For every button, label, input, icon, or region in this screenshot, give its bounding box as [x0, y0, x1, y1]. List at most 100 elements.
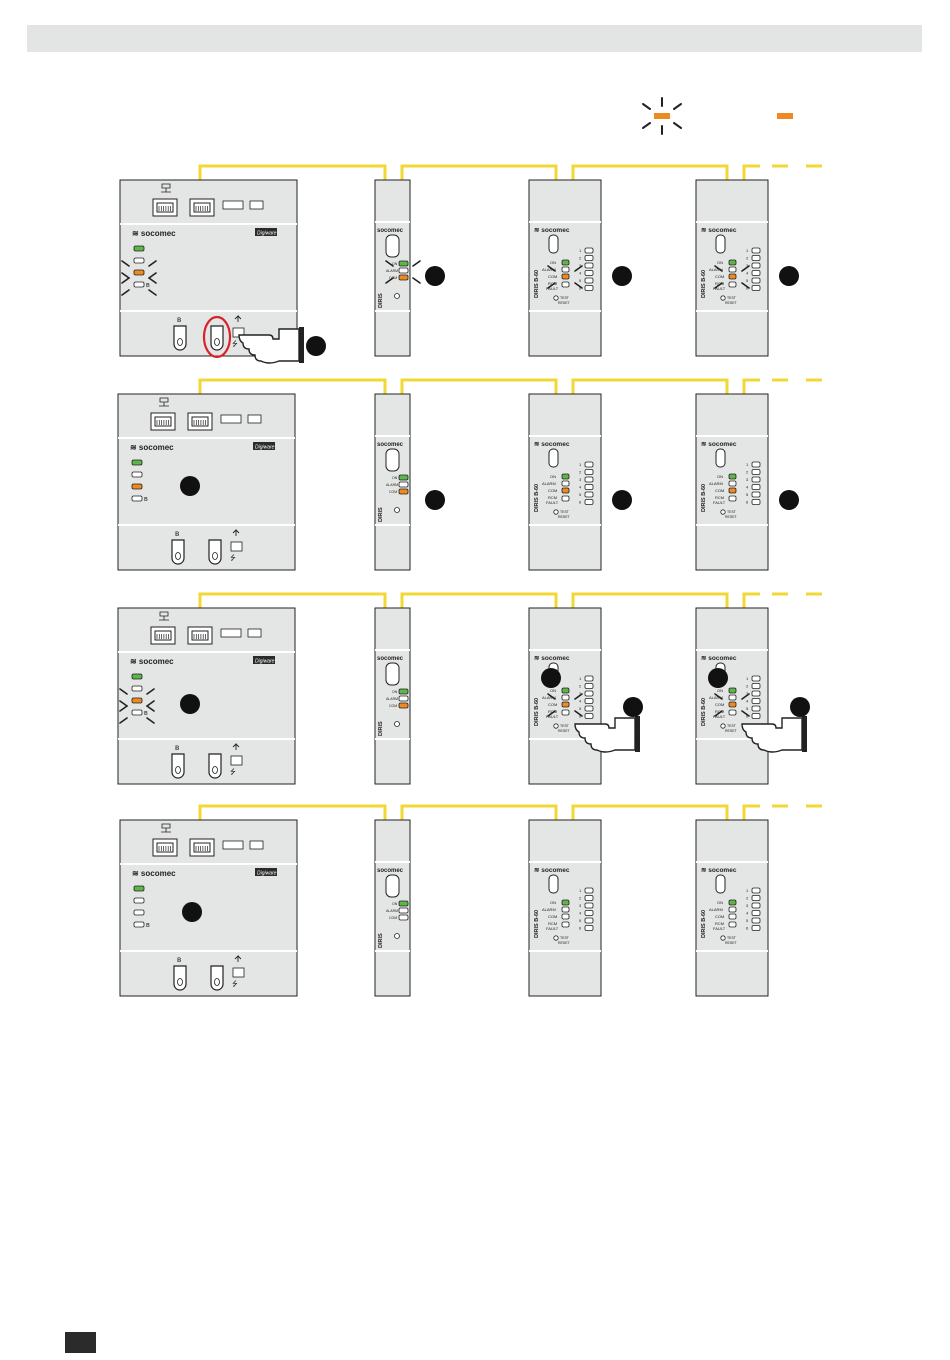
product-badge-text: Digiware [257, 871, 277, 877]
gateway-alarm-led [131, 685, 143, 692]
reset-label: RESET [725, 941, 738, 945]
module-window [385, 234, 400, 258]
bus-cable [198, 804, 822, 820]
cable-segment [571, 378, 729, 394]
gateway-com-led [131, 483, 143, 490]
blink-ray [574, 282, 583, 289]
bluetooth-icon: ʙ [146, 282, 150, 289]
blink-ray [741, 693, 750, 700]
blink-ray [146, 688, 155, 695]
port-socket [191, 630, 209, 641]
module-on-led [728, 259, 737, 266]
hand-cuff [802, 716, 807, 752]
channel-led [584, 484, 594, 490]
module-fault-led [561, 281, 570, 288]
blink-ray [148, 277, 157, 284]
module-model: DIRIS B-60 [534, 698, 540, 726]
port-socket [191, 416, 209, 427]
blink-ray [547, 693, 556, 700]
channel-led [584, 895, 594, 901]
button-dimple [175, 766, 181, 774]
alarm-label: ALARM [386, 483, 398, 487]
brand-wordmark: ≋ socomec [701, 227, 737, 234]
blink-rays [714, 265, 750, 289]
alarm-label: ALARM [386, 269, 398, 273]
module-window [385, 448, 400, 472]
channel-number: 4 [746, 699, 749, 704]
bus-cable [198, 164, 822, 180]
channel-led [751, 270, 761, 276]
rcm-label: RCM [548, 921, 557, 926]
channel-number: 5 [579, 918, 582, 923]
cable-segment [400, 592, 558, 608]
module-com-led [561, 701, 570, 708]
channel-led [584, 705, 594, 712]
blink-ray [121, 272, 130, 279]
channel-number: 1 [746, 248, 749, 253]
channel-led [584, 255, 594, 261]
module-window [548, 234, 559, 254]
module-alarm-led [728, 480, 737, 487]
channel-number: 1 [746, 676, 749, 681]
module-model: DIRIS B-60 [701, 698, 707, 726]
step-badge [180, 476, 200, 496]
port-socket [193, 202, 211, 213]
brand-wordmark: socomec [377, 868, 404, 874]
channel-led [584, 499, 594, 505]
bluetooth-icon: ʙ [146, 922, 150, 929]
channel-led [584, 270, 594, 276]
button-dimple [175, 552, 181, 560]
blink-rays [121, 260, 157, 284]
channel-led [584, 675, 594, 682]
port-socket [156, 202, 174, 213]
on-label: ON [717, 474, 723, 479]
channel-led [751, 887, 761, 894]
module-alarm-led [561, 694, 570, 701]
step-badge [612, 266, 632, 286]
channel-led [584, 910, 594, 916]
module-com-led [561, 273, 570, 280]
usb-port [230, 541, 243, 552]
button-dimple [177, 978, 183, 986]
channel-led [751, 262, 761, 269]
alarm-label: ALARM [709, 907, 723, 912]
test-button [553, 935, 559, 941]
step-badge [306, 336, 326, 356]
module-model: DIRIS B-60 [534, 270, 540, 298]
blink-ray [148, 272, 157, 279]
hand-cuff [299, 327, 304, 363]
fault-label: FAULT [713, 500, 726, 505]
alarm-label: ALARM [709, 695, 723, 700]
com-label: COM [715, 914, 724, 919]
blink-ray [119, 717, 128, 724]
test-label: TEST [727, 510, 737, 514]
channel-number: 1 [579, 888, 582, 893]
cable-segment [571, 592, 729, 608]
brand-wordmark: ≋ socomec [701, 867, 737, 874]
module-com-led [728, 701, 737, 708]
bluetooth-icon: ʙ [144, 710, 148, 717]
module-alarm-led [398, 907, 409, 914]
channel-led [584, 277, 594, 284]
product-badge-text: Digiware [255, 445, 275, 451]
blink-ray [741, 282, 750, 289]
reset-label: RESET [558, 941, 571, 945]
channel-led [584, 247, 594, 254]
channel-number: 5 [579, 706, 582, 711]
com-label: COM [548, 488, 557, 493]
module-on-led [398, 688, 409, 695]
digiware-bus-diagram: ≋ socomecDigiwareʙʙ⭍socomecDIRISONALARMC… [117, 164, 822, 997]
channel-led [584, 698, 594, 704]
channel-led [584, 476, 594, 483]
network-icon [161, 823, 171, 833]
rcm-label: RCM [548, 495, 557, 500]
button-dimple [212, 552, 218, 560]
bluetooth-icon: ʙ [175, 743, 179, 752]
blink-rays [714, 693, 750, 717]
button-dimple [214, 338, 220, 346]
test-label: TEST [560, 510, 570, 514]
channel-number: 2 [746, 256, 749, 261]
